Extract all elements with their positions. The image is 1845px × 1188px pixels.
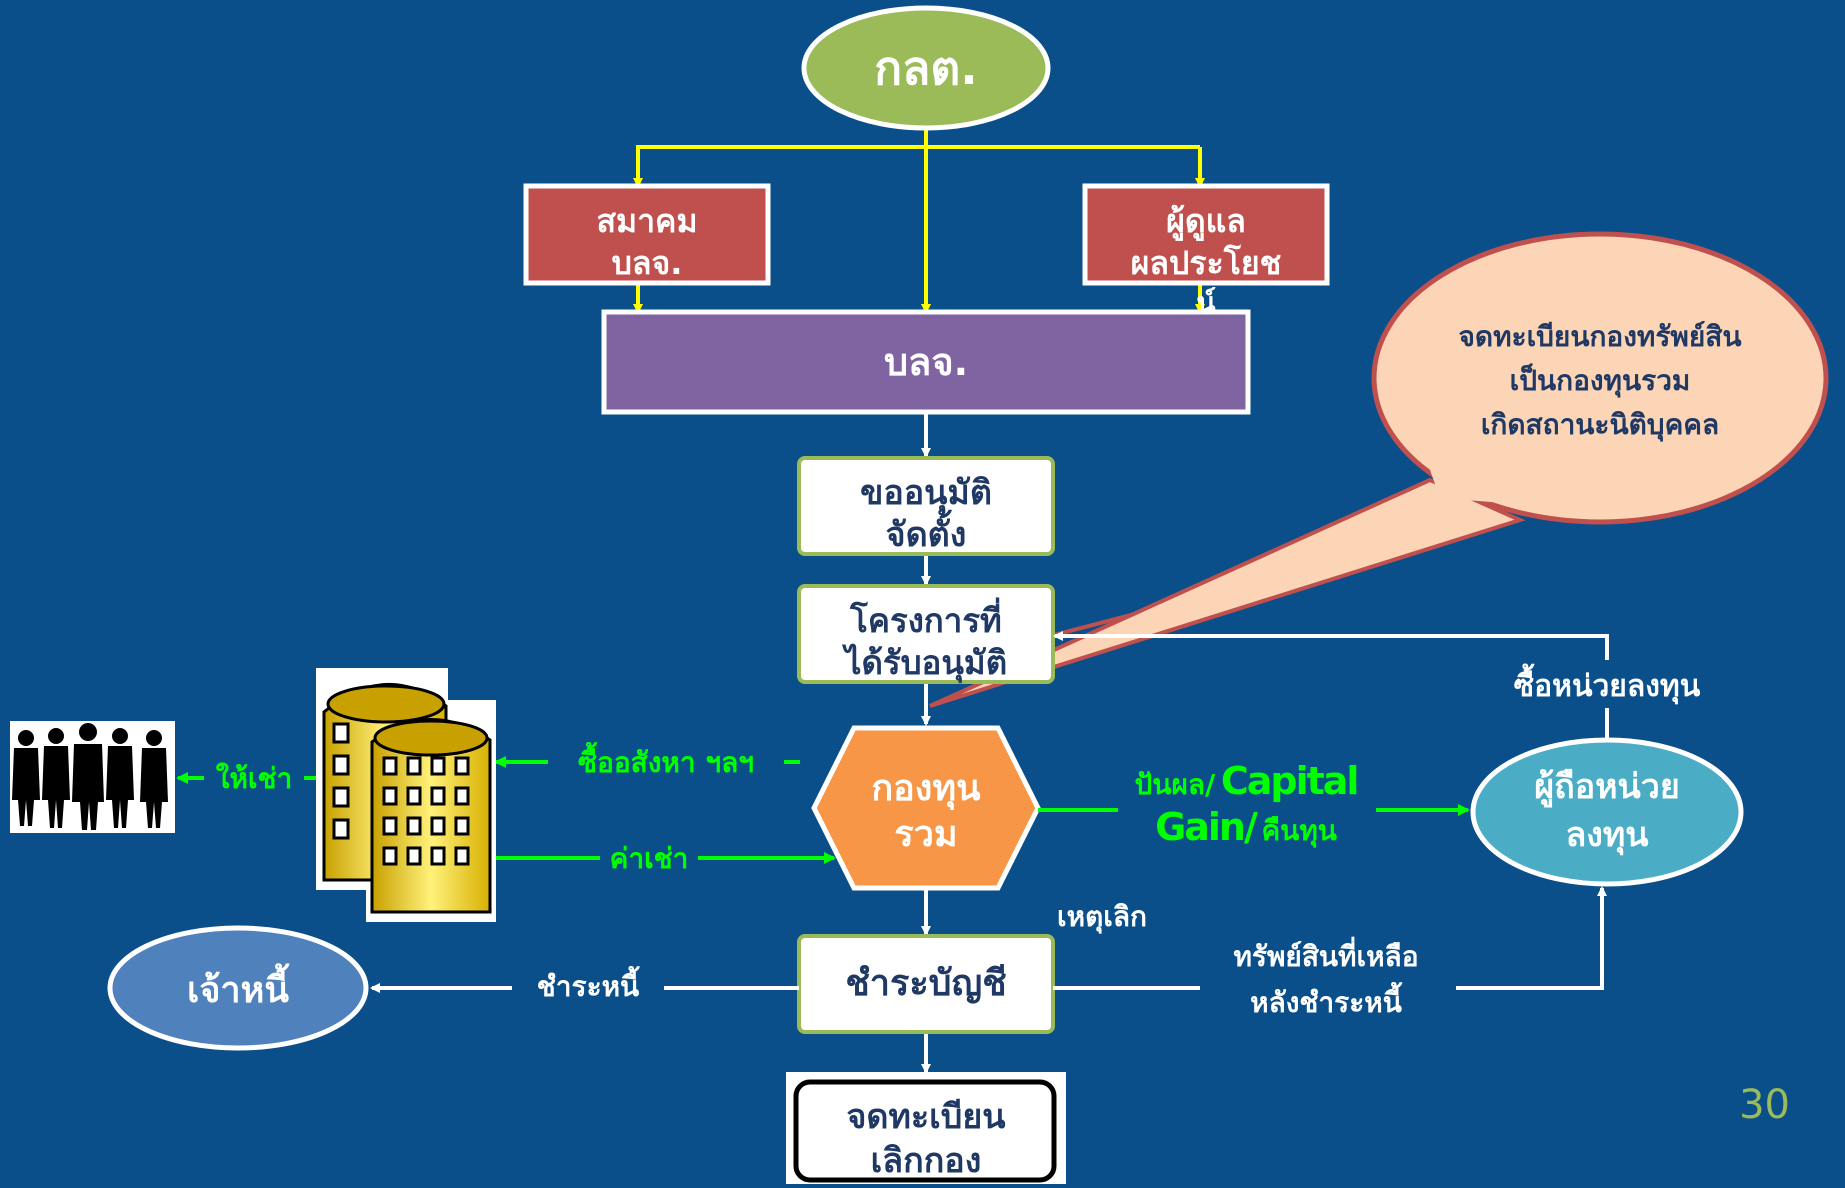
trustee-node: ผู้ดูแล ผลประโยช น์	[1082, 183, 1330, 319]
liquidation-label: ชำระบัญชี	[845, 963, 1006, 1004]
building-front	[370, 718, 492, 914]
buy-units-label: ซื้อหน่วยลงทุน	[1514, 663, 1701, 705]
amc-label: บลจ.	[884, 340, 968, 384]
buy-units-arrow: ซื้อหน่วยลงทุน	[1053, 631, 1735, 740]
unitholder-label-2: ลงทุน	[1565, 815, 1648, 856]
pay-debt-flow: ชำระหนี้	[370, 965, 799, 1003]
creditor-node: เจ้าหนี้	[107, 925, 369, 1051]
approved-project-label-2: ได้รับอนุมัติ	[842, 643, 1007, 684]
callout-line-3: เกิดสถานะนิติบุคคล	[1481, 408, 1719, 442]
pay-debt-label: ชำระหนี้	[537, 965, 640, 1003]
callout-line-2: เป็นกองทุนรวม	[1510, 363, 1691, 398]
remaining-assets-flow: ทรัพย์สินที่เหลือ หลังชำระหนี้	[1053, 886, 1607, 1019]
dividend-flow: ปันผล/ Capital Gain/ คืนทุน	[1038, 759, 1470, 849]
callout-line-1: จดทะเบียนกองทรัพย์สิน	[1458, 320, 1741, 353]
deregister-label-2: เลิกกอง	[871, 1141, 982, 1181]
page-number: 30	[1739, 1082, 1790, 1128]
buildings-icon	[316, 668, 496, 922]
deregister-node: จดทะเบียน เลิกกอง	[786, 1072, 1066, 1184]
association-node: สมาคม บลจ.	[523, 183, 771, 286]
remaining-assets-line-1: ทรัพย์สินที่เหลือ	[1233, 936, 1418, 973]
approval-label-1: ขออนุมัติ	[860, 473, 992, 514]
approval-label-2: จัดตั้ง	[886, 509, 967, 555]
unitholder-label-1: ผู้ถือหน่วย	[1534, 767, 1680, 808]
gain-word: Gain/	[1155, 805, 1258, 849]
yellow-connectors	[633, 120, 1205, 314]
approved-project-label-1: โครงการที่	[849, 597, 1002, 640]
buy-assets-label: ซื้ออสังหา ฯลฯ	[578, 741, 754, 779]
capital-word: Capital	[1221, 759, 1358, 803]
lease-label: ให้เช่า	[216, 762, 292, 795]
fund-label-2: รวม	[894, 814, 957, 855]
association-label-1: สมาคม	[596, 202, 697, 240]
callout-bubble: จดทะเบียนกองทรัพย์สิน เป็นกองทุนรวม เกิด…	[929, 231, 1829, 708]
rent-label: ค่าเช่า	[610, 842, 689, 875]
creditor-label: เจ้าหนี้	[187, 963, 290, 1011]
deregister-label-1: จดทะเบียน	[846, 1097, 1005, 1137]
amc-node: บลจ.	[601, 309, 1251, 415]
sec-label: กลต.	[874, 41, 977, 95]
approved-project-node: โครงการที่ ได้รับอนุมัติ	[797, 584, 1055, 684]
sec-node: กลต.	[801, 5, 1051, 131]
green-flows-left: ซื้ออสังหา ฯลฯ ค่าเช่า ให้เช่า	[176, 740, 836, 880]
approval-node: ขออนุมัติ จัดตั้ง	[797, 456, 1055, 556]
trustee-label-1: ผู้ดูแล	[1166, 202, 1246, 242]
unitholder-node: ผู้ถือหน่วย ลงทุน	[1470, 737, 1744, 887]
trustee-label-2: ผลประโยช	[1131, 244, 1282, 282]
association-label-2: บลจ.	[612, 244, 683, 282]
liquidation-node: ชำระบัญชี	[797, 934, 1055, 1034]
dividend-line-2: Gain/ คืนทุน	[1155, 805, 1337, 849]
fund-label-1: กองทุน	[871, 768, 981, 811]
tenants-icon	[10, 721, 175, 833]
fund-node: กองทุน รวม	[811, 725, 1041, 891]
dividend-line-1: ปันผล/ Capital	[1135, 759, 1358, 803]
return-capital-word: คืนทุน	[1261, 814, 1336, 848]
dividend-prefix: ปันผล/	[1135, 768, 1216, 801]
remaining-assets-line-2: หลังชำระหนี้	[1250, 981, 1403, 1019]
dissolve-reason-label: เหตุเลิก	[1057, 900, 1147, 934]
